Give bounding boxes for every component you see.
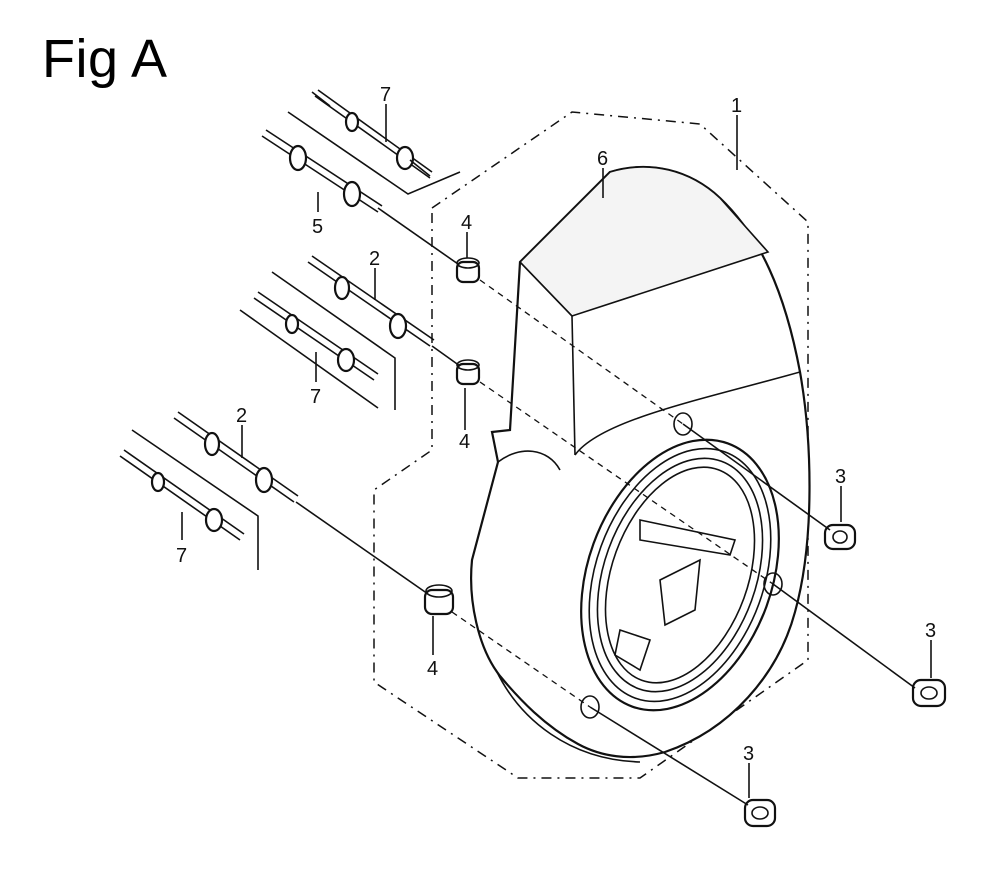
callout-1: 1 — [731, 95, 742, 117]
callout-6: 6 — [597, 148, 608, 170]
callout-7-mid: 7 — [310, 386, 321, 408]
callout-3-b: 3 — [925, 620, 936, 642]
callout-4-top: 4 — [461, 212, 472, 234]
callout-2-upper: 2 — [369, 248, 380, 270]
bolt-part-2-lower — [131, 411, 299, 570]
callout-4-bottom: 4 — [427, 658, 438, 680]
nut-part-3-c — [743, 798, 777, 828]
callout-7-top: 7 — [380, 84, 391, 106]
cover-mount-bosses — [580, 412, 783, 719]
nut-part-3-b — [911, 678, 947, 708]
figure-title: Fig A — [42, 29, 168, 89]
bolt-part-7-mid — [239, 291, 379, 409]
assembly-leader-lines — [295, 207, 916, 806]
callout-3-a: 3 — [835, 466, 846, 488]
callout-3-c: 3 — [743, 743, 754, 765]
bolt-part-2-upper — [271, 255, 435, 410]
bolt-part-7-lower — [119, 449, 245, 541]
nut-part-3-a — [823, 523, 857, 551]
stud-part-5 — [261, 129, 383, 213]
callout-4-mid: 4 — [459, 431, 470, 453]
starter-opening-rings — [580, 438, 780, 712]
callout-leaders — [181, 104, 932, 798]
bolt-part-7-top — [287, 89, 461, 195]
collar-part-4-top — [455, 257, 481, 284]
callout-5: 5 — [312, 216, 323, 238]
assembly-outline — [373, 111, 809, 779]
collar-part-4-mid — [455, 359, 481, 386]
collar-part-4-bottom — [423, 584, 455, 616]
callout-2-lower: 2 — [236, 405, 247, 427]
callout-7-lower: 7 — [176, 545, 187, 567]
